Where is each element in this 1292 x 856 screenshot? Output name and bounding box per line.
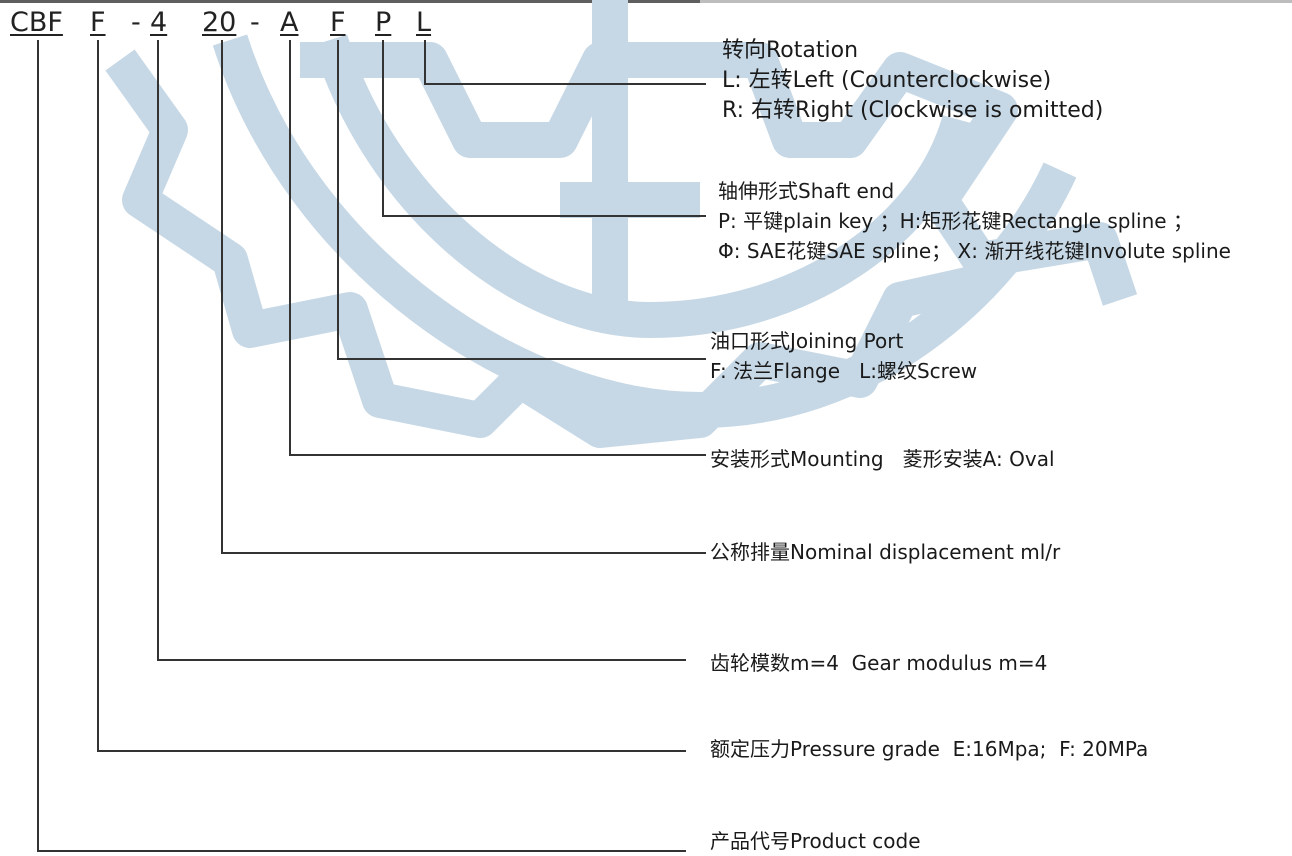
leader-pressure — [97, 40, 686, 752]
leader-shaft — [382, 40, 706, 217]
code-mounting-a: A — [280, 7, 299, 38]
leader-port — [337, 40, 706, 360]
code-shaft-p: P — [375, 7, 392, 38]
leader-lines — [37, 40, 706, 852]
pressure-title: 额定压力Pressure grade E:16Mpa; F: 20MPa — [710, 737, 1149, 761]
shaft-line-1: P: 平键plain key ；H:矩形花键Rectangle spline ； — [718, 209, 1193, 233]
code-pressure-f: F — [90, 7, 106, 38]
code-dash-2: - — [250, 7, 260, 38]
code-cbf: CBF — [10, 7, 63, 38]
leader-rotation — [424, 40, 706, 85]
leader-gear — [157, 40, 686, 661]
top-border-light — [700, 0, 1292, 3]
gear-title: 齿轮模数m=4 Gear modulus m=4 — [710, 651, 1048, 675]
port-title: 油口形式Joining Port — [710, 329, 904, 353]
product-title: 产品代号Product code — [710, 829, 921, 853]
shaft-title: 轴伸形式Shaft end — [718, 179, 895, 203]
displacement-title: 公称排量Nominal displacement ml/r — [710, 540, 1061, 564]
code-dash-1: - — [131, 7, 141, 38]
rotation-right: R: 右转Right (Clockwise is omitted) — [722, 98, 1104, 123]
port-line-1: F: 法兰Flange L:螺纹Screw — [710, 359, 978, 383]
leader-mounting — [289, 40, 706, 456]
shaft-line-2: Φ: SAE花键SAE spline； X: 渐开线花键Involute spl… — [718, 239, 1231, 263]
code-rotation-l: L — [416, 7, 432, 38]
code-port-f: F — [330, 7, 346, 38]
top-border — [0, 0, 1292, 3]
mounting-title: 安装形式Mounting 菱形安装A: Oval — [710, 447, 1055, 471]
code-displacement-20: 20 — [202, 7, 237, 38]
code-modulus-4: 4 — [150, 7, 168, 38]
rotation-title: 转向Rotation — [722, 38, 859, 63]
watermark-gear-logo — [105, 0, 1138, 448]
leader-product — [37, 40, 686, 852]
leader-displacement — [221, 40, 706, 554]
rotation-left: L: 左转Left (Counterclockwise) — [722, 68, 1052, 93]
